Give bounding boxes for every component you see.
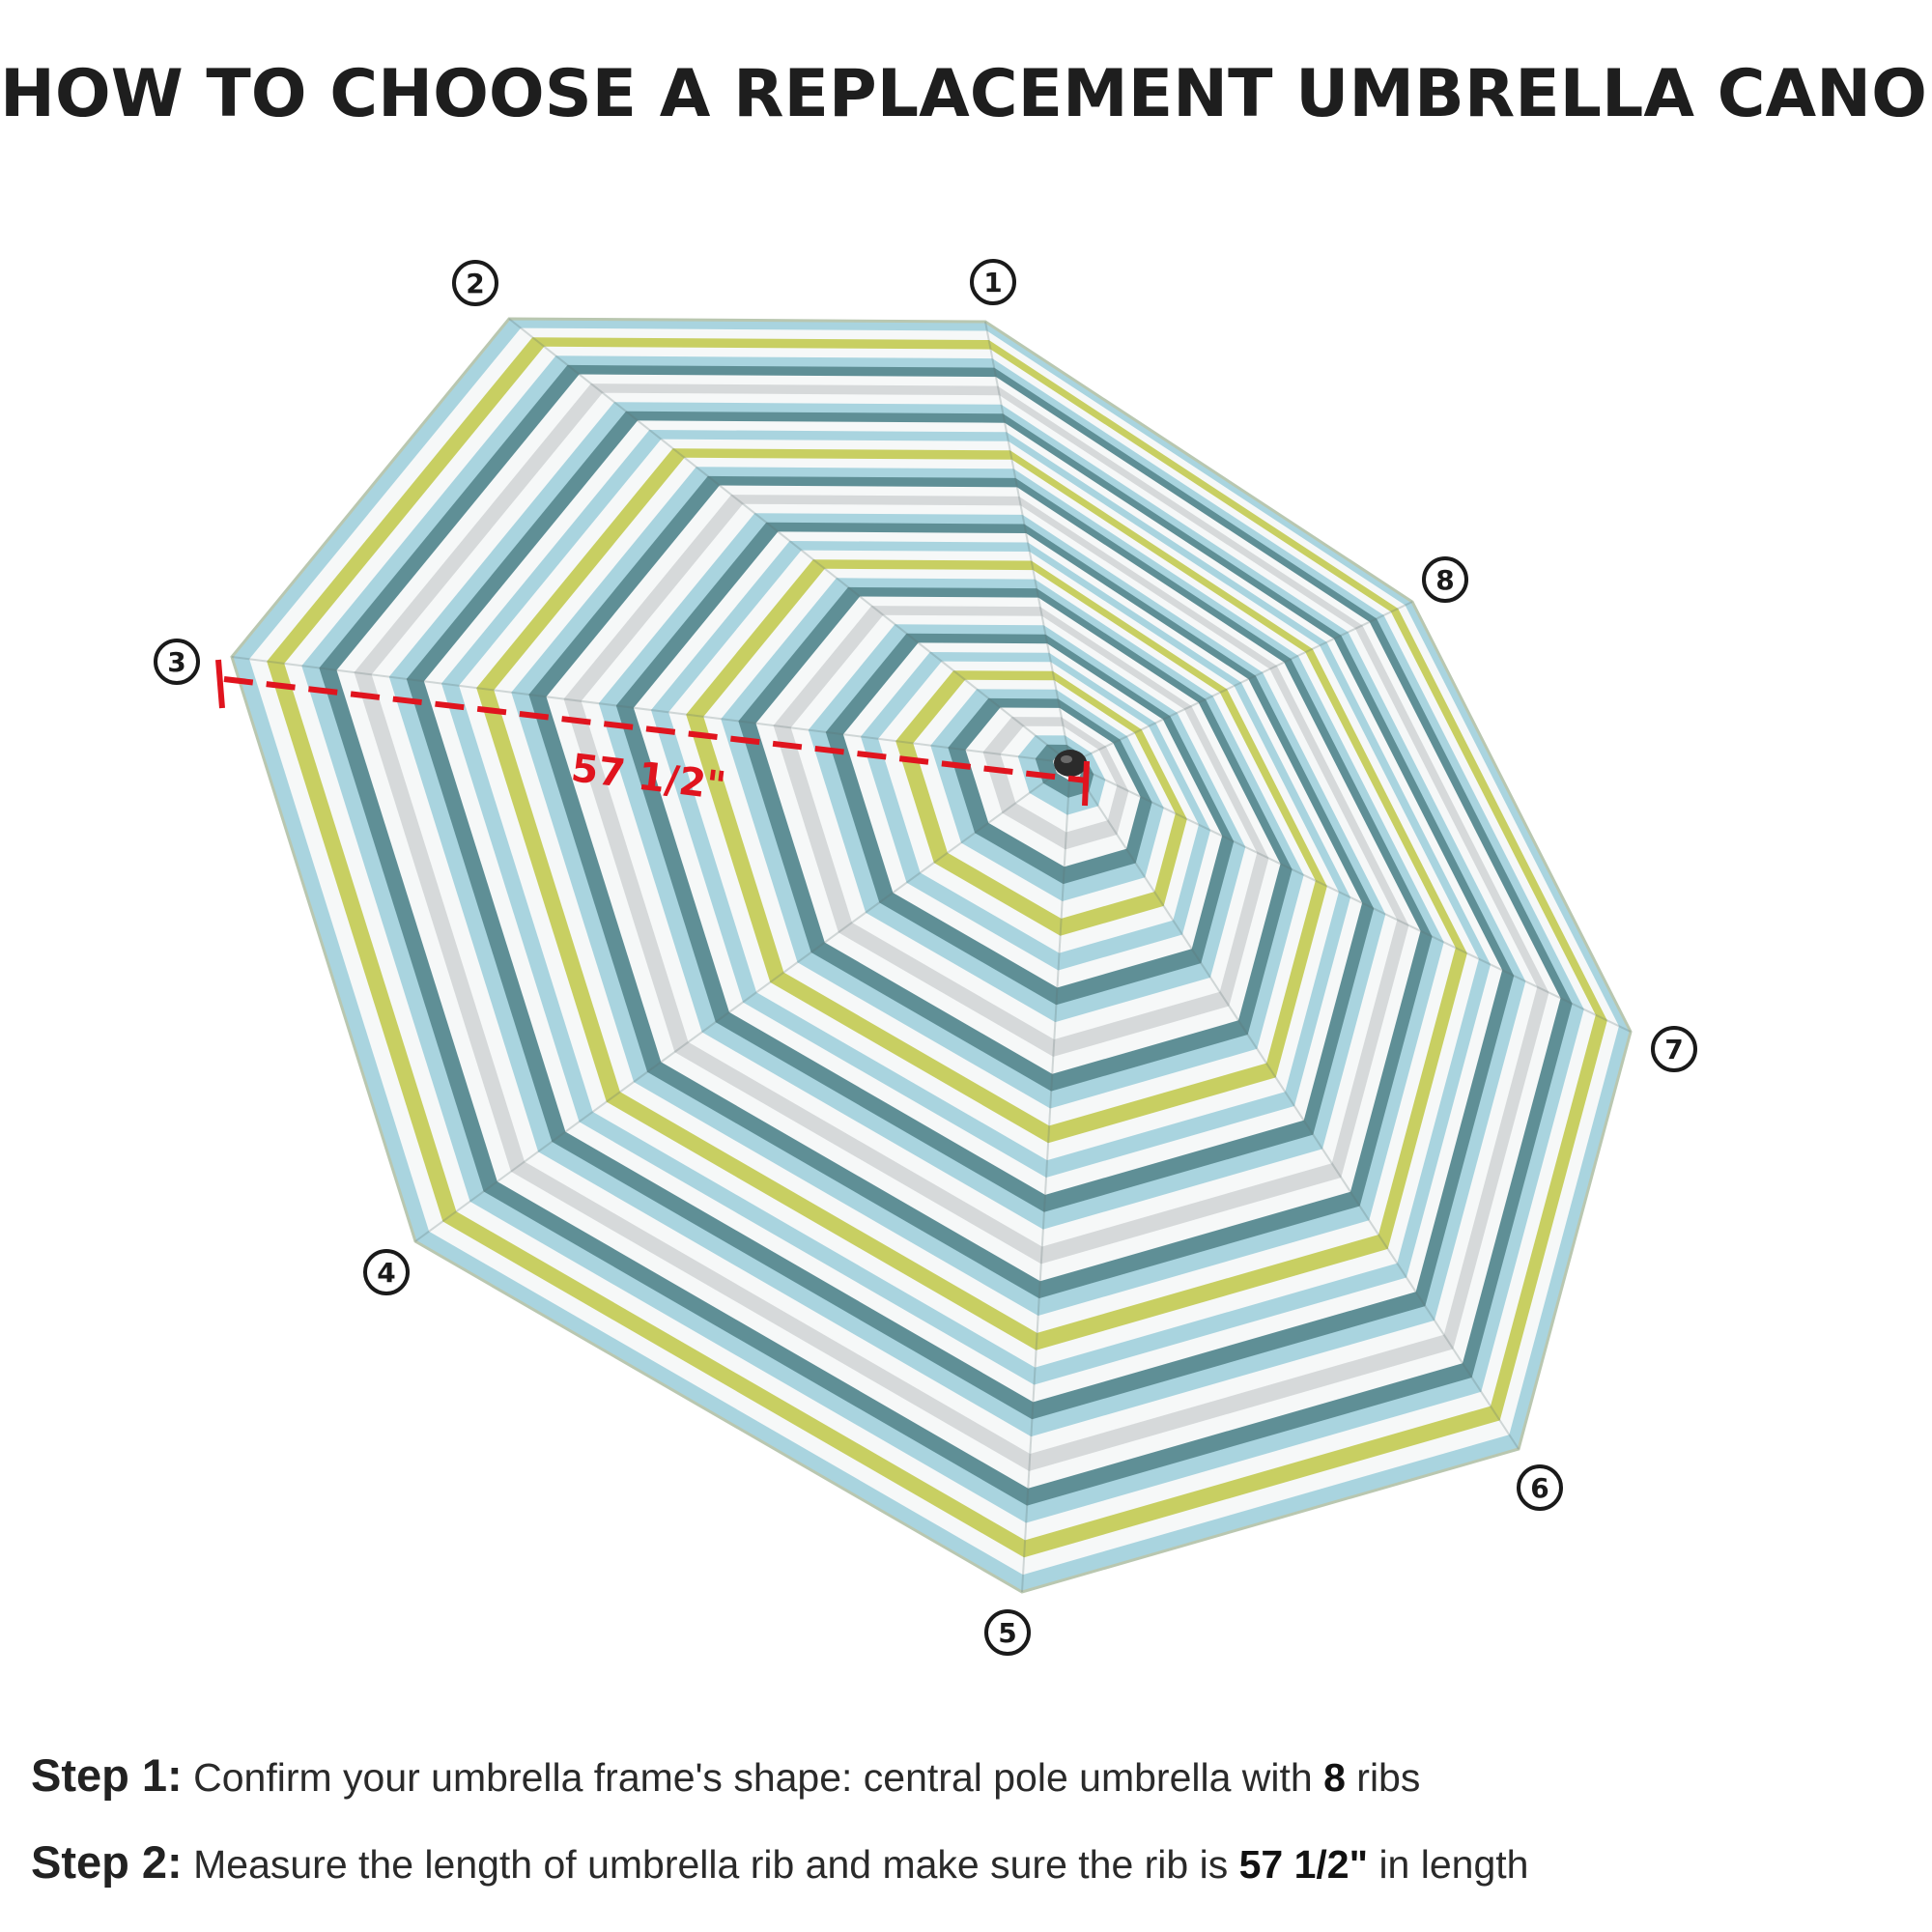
rib-label-3: 3 (154, 639, 200, 685)
rib-label-number: 5 (998, 1617, 1016, 1649)
step-1-text: Confirm your umbrella frame's shape: cen… (193, 1755, 1324, 1800)
step-1-text-end: ribs (1345, 1755, 1421, 1800)
rib-seam-2 (508, 318, 1071, 764)
rib-label-circle (363, 1249, 410, 1295)
rib-label-number: 7 (1664, 1034, 1683, 1065)
step-1: Step 1: Confirm your umbrella frame's sh… (31, 1748, 1420, 1802)
umbrella-canopy (230, 317, 1633, 1594)
pole-top-icon (1054, 750, 1087, 777)
rib-label-number: 6 (1530, 1472, 1548, 1504)
rib-label-circle (452, 260, 498, 306)
rib-seam-4 (414, 762, 1071, 1242)
measure-dashed-line (223, 676, 1088, 783)
step-2-rib-length: 57 1/2" (1238, 1842, 1369, 1887)
step-1-label: Step 1: (31, 1749, 183, 1801)
step-1-rib-count: 8 (1323, 1755, 1346, 1800)
rib-label-number: 8 (1435, 564, 1454, 596)
rib-seam-5 (1021, 762, 1071, 1593)
rib-seam-8 (1069, 601, 1413, 764)
rib-label-6: 6 (1517, 1464, 1563, 1511)
rib-label-4: 4 (363, 1249, 410, 1295)
rib-label-number: 4 (377, 1257, 395, 1289)
rib-label-circle (1651, 1026, 1697, 1072)
rib-seam-6 (1069, 762, 1520, 1450)
rib-seam-3 (231, 656, 1071, 764)
rib-label-8: 8 (1422, 556, 1468, 603)
rib-label-5: 5 (984, 1609, 1031, 1656)
rib-label-circle (154, 639, 200, 685)
step-2-label: Step 2: (31, 1836, 183, 1888)
page-title: HOW TO CHOOSE A REPLACEMENT UMBRELLA CAN… (0, 56, 1932, 132)
rib-seam-7 (1069, 762, 1632, 1033)
step-2: Step 2: Measure the length of umbrella r… (31, 1835, 1528, 1889)
rib-label-circle (984, 1609, 1031, 1656)
rib-label-number: 1 (983, 267, 1002, 298)
rib-label-2: 2 (452, 260, 498, 306)
measure-end-tick (1082, 760, 1090, 807)
rib-label-circle (1517, 1464, 1563, 1511)
rib-label-circle (970, 259, 1016, 305)
rib-seam-1 (984, 321, 1071, 764)
rib-label-7: 7 (1651, 1026, 1697, 1072)
step-2-text-end: in length (1368, 1842, 1529, 1887)
measure-start-tick (215, 659, 225, 709)
rib-label-circle (1422, 556, 1468, 603)
rib-label-number: 3 (167, 646, 185, 678)
rib-number-labels: 1 2 3 4 5 6 7 8 (154, 259, 1697, 1656)
rib-label-number: 2 (466, 268, 484, 299)
rib-label-1: 1 (970, 259, 1016, 305)
canopy-rib-lines (231, 318, 1632, 1593)
center-pole-cap (1054, 750, 1087, 777)
step-2-text: Measure the length of umbrella rib and m… (193, 1842, 1239, 1887)
